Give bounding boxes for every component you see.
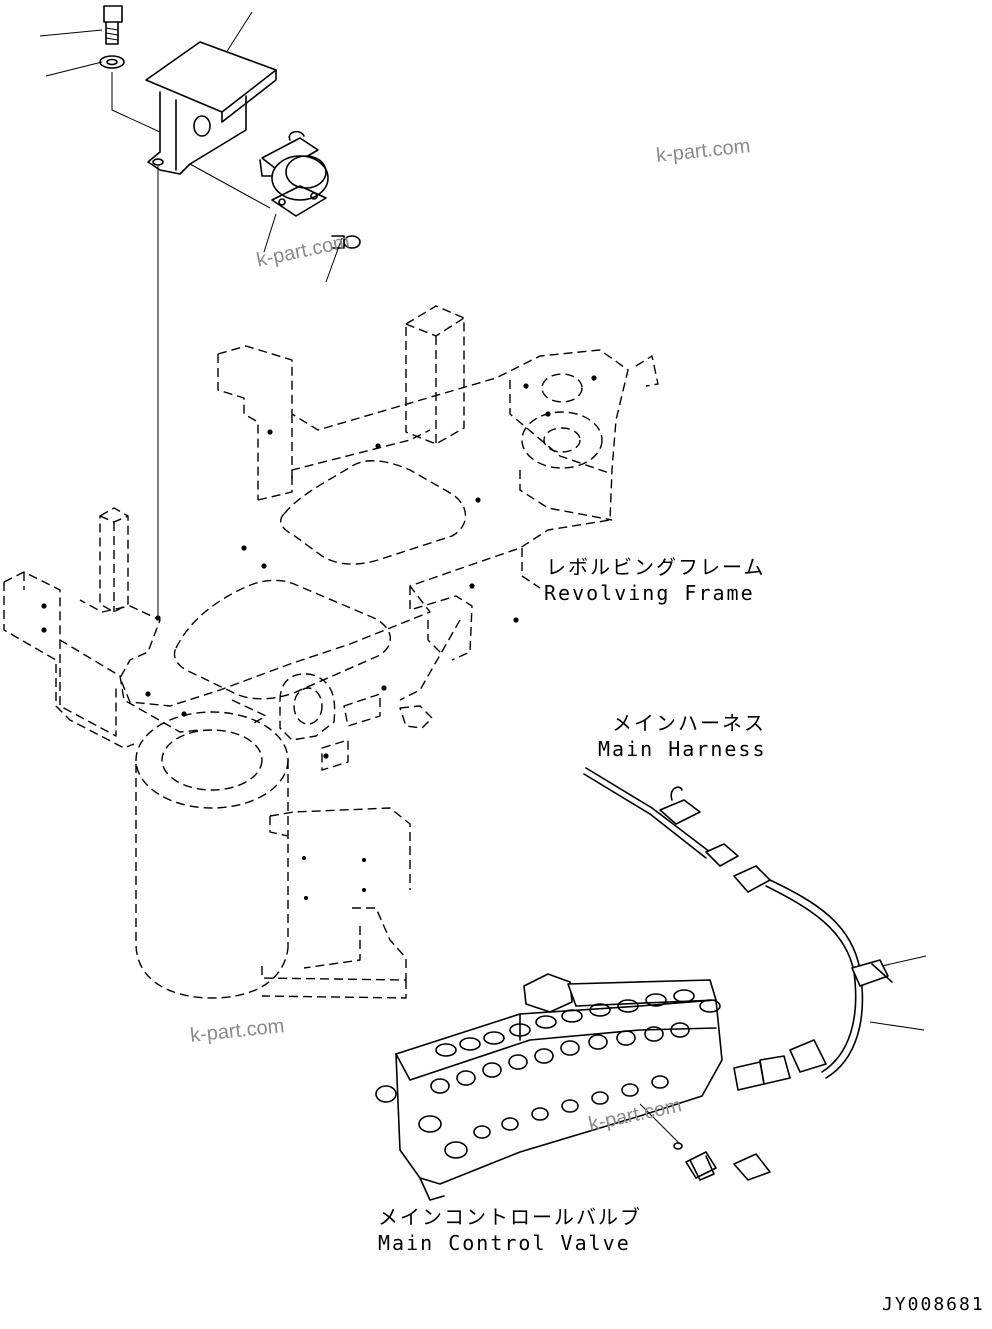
revolving-frame-label-en: Revolving Frame <box>544 581 755 605</box>
leader-sensor <box>639 1103 681 1145</box>
main-harness-label-en: Main Harness <box>598 737 767 761</box>
main-control-valve-label-en: Main Control Valve <box>378 1231 631 1255</box>
swing-cylinder-outline <box>135 711 411 999</box>
washer-part <box>99 55 125 69</box>
buzzer-part <box>259 130 329 217</box>
revolving-frame-label-jp: レボルビングフレーム <box>546 555 766 579</box>
drawing-id: JY008681 <box>882 1294 985 1315</box>
screw-part <box>331 235 361 249</box>
main-control-valve-label-jp: メインコントロールバルブ <box>378 1205 642 1229</box>
leader-lines-top <box>39 11 343 283</box>
pressure-sensor-part <box>673 1142 771 1181</box>
main-control-valve-part <box>375 973 723 1201</box>
main-harness-label-jp: メインハーネス <box>612 711 766 735</box>
leader-bracket <box>189 163 271 209</box>
bolt-part <box>103 5 123 45</box>
main-harness-part <box>583 767 927 1091</box>
bracket-plate-part <box>145 41 277 175</box>
revolving-frame-outline <box>3 305 659 771</box>
